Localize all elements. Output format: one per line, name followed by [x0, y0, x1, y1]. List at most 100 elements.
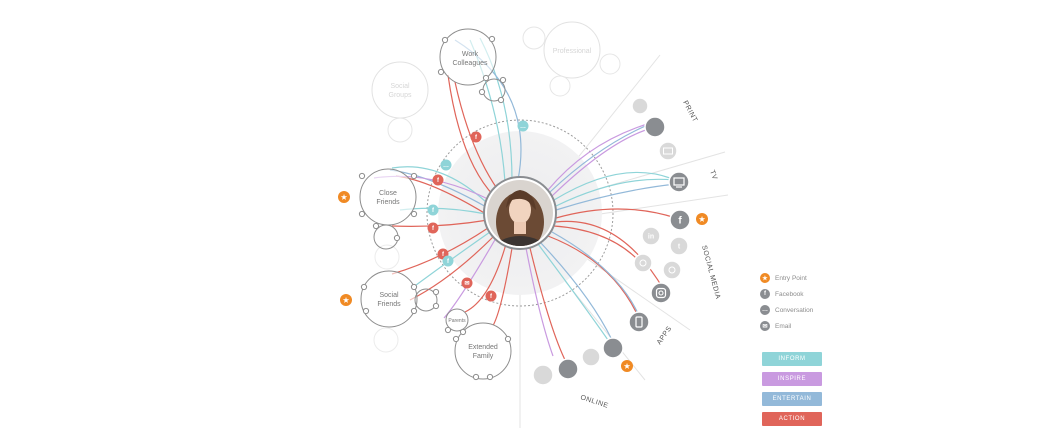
speech-bubble-icon: … — [517, 120, 529, 132]
inform-button[interactable]: INFORM — [762, 352, 822, 366]
facebook-icon: f — [442, 255, 454, 267]
sector-labels: PRINT TV SOCIAL MEDIA APPS ONLINE — [579, 100, 721, 410]
junction-dot — [478, 88, 486, 96]
book-node[interactable] — [631, 97, 649, 115]
legend-entry-point: ★ Entry Point — [760, 270, 840, 286]
connection-arc-entertain — [551, 231, 641, 319]
sector-label-apps: APPS — [656, 325, 674, 346]
connection-arc-action — [391, 219, 489, 227]
legend-facebook: f Facebook — [760, 286, 840, 302]
twitter-node[interactable]: t — [669, 236, 689, 256]
sector-label-online: ONLINE — [579, 394, 609, 410]
parents-label: Parents — [448, 318, 466, 324]
connection-arc-action — [454, 81, 499, 191]
email-icon: ✉ — [760, 321, 770, 331]
svg-text:f: f — [490, 294, 493, 300]
svg-text:f: f — [432, 226, 435, 232]
shop-node[interactable] — [557, 358, 579, 380]
search-node[interactable] — [602, 337, 624, 359]
mag-node[interactable] — [644, 116, 666, 138]
linkedin-node[interactable]: in — [641, 226, 661, 246]
junction-dot — [410, 210, 418, 218]
connection-arc-inform — [555, 178, 675, 207]
junction-dot — [482, 74, 490, 82]
junction-dot — [499, 76, 507, 84]
action-button[interactable]: ACTION — [762, 412, 822, 426]
central-person — [483, 176, 557, 250]
entertain-button[interactable]: ENTERTAIN — [762, 392, 822, 406]
sector-label-tv: TV — [708, 169, 718, 181]
mode-filters: INFORM INSPIRE ENTERTAIN ACTION — [762, 352, 822, 432]
junction-dots — [358, 35, 512, 381]
junction-dot — [410, 172, 418, 180]
junction-dot — [372, 222, 380, 230]
email-icon — [663, 147, 673, 155]
junction-dot — [393, 234, 401, 242]
connection-arc-action — [547, 235, 637, 313]
svg-text:★: ★ — [624, 362, 631, 370]
instagram-node[interactable] — [650, 282, 672, 304]
junction-dot — [444, 326, 452, 334]
connection-arc-action — [555, 208, 677, 219]
connection-arc-inspire — [547, 121, 655, 191]
mobile-icon — [635, 316, 643, 328]
instagram-icon — [655, 287, 667, 299]
faint-online-node[interactable] — [532, 364, 554, 386]
faint-app-node[interactable] — [581, 347, 601, 367]
svg-text:✉: ✉ — [464, 281, 469, 287]
connection-arc-action — [464, 243, 507, 313]
junction-dot — [432, 288, 440, 296]
faint-node-2[interactable] — [662, 260, 682, 280]
connection-arc-action — [447, 74, 495, 197]
inspire-button[interactable]: INSPIRE — [762, 372, 822, 386]
tv-node[interactable] — [668, 171, 690, 193]
junction-dot — [358, 172, 366, 180]
svg-text:f: f — [432, 208, 435, 214]
svg-text:f: f — [437, 178, 440, 184]
group-parents: Parents — [445, 308, 469, 332]
speech-bubble-icon: … — [760, 305, 770, 315]
connection-arc-entertain — [549, 123, 651, 193]
svg-text:f: f — [447, 259, 450, 265]
star-icon: ★ — [338, 191, 350, 203]
svg-text:f: f — [475, 135, 478, 141]
facebook-icon: f — [432, 174, 444, 186]
svg-text:…: … — [520, 124, 526, 130]
email-node-faint[interactable] — [658, 141, 678, 161]
facebook-icon: f — [427, 204, 439, 216]
connection-arc-entertain — [555, 183, 677, 211]
group-professional-faint: Professional — [522, 21, 621, 97]
legend-conversation: … Conversation — [760, 302, 840, 318]
junction-dot — [360, 283, 368, 291]
connection-arc-entertain — [539, 241, 613, 341]
junction-dot — [488, 35, 496, 43]
junction-dot — [472, 373, 480, 381]
connection-arc-action — [555, 220, 665, 291]
legend-facebook-label: Facebook — [775, 290, 804, 298]
connection-arc-action — [409, 235, 495, 301]
junction-dot — [504, 335, 512, 343]
facebook-node[interactable]: f — [669, 209, 691, 231]
connection-arc-inspire — [551, 127, 653, 197]
email-icon: ✉ — [461, 277, 473, 289]
faint-node[interactable] — [633, 253, 653, 273]
connection-arc-action — [529, 247, 567, 363]
legend-email-label: Email — [775, 322, 792, 330]
legend-email: ✉ Email — [760, 318, 840, 334]
svg-text:…: … — [443, 163, 449, 169]
avatar — [487, 180, 553, 246]
facebook-icon: f — [485, 290, 497, 302]
junction-dot — [410, 283, 418, 291]
mobile-node[interactable] — [628, 311, 650, 333]
legend-conversation-label: Conversation — [775, 306, 814, 314]
facebook-icon: f — [470, 131, 482, 143]
junction-dot — [441, 36, 449, 44]
